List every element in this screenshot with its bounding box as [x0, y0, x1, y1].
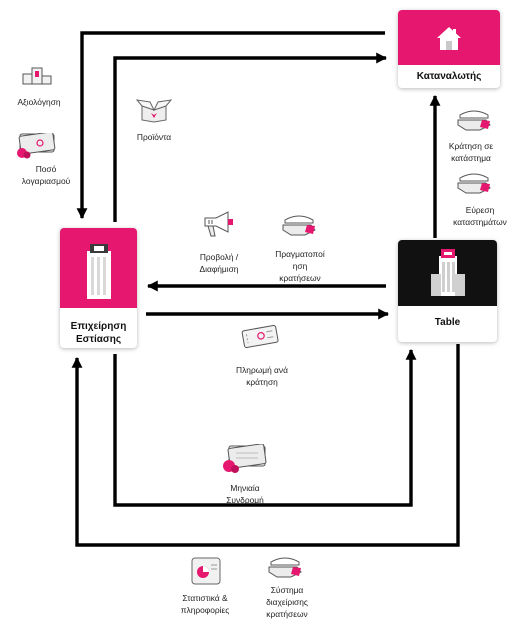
store-search-line1: Εύρεση: [465, 205, 495, 215]
megaphone-icon: [204, 211, 233, 237]
booking-system-line3: κρατήσεων: [266, 609, 308, 619]
ticket-icon: [241, 324, 279, 348]
booking-system-line2: διαχείρισης: [266, 597, 308, 607]
node-business: Επιχείρηση Εστίασης: [60, 228, 137, 348]
pay-per-booking-label: Πληρωμή ανά κράτηση: [222, 364, 302, 388]
business-label-line2: Εστίασης: [75, 334, 122, 345]
booking-system-label: Σύστημα διαχείρισης κρατήσεων: [244, 584, 330, 620]
store-search-line2: καταστημάτων: [453, 217, 507, 227]
account-amount-line2: λογαριασμού: [21, 176, 71, 186]
promotion-line1: Προβολή /: [199, 252, 239, 262]
promotion-label: Προβολή / Διαφήμιση: [184, 251, 254, 275]
package-icon: [136, 99, 172, 123]
store-search-label: Εύρεση καταστημάτων: [436, 204, 524, 228]
booking-system-line1: Σύστημα: [270, 585, 304, 595]
serving-hand-icon: [268, 557, 302, 578]
flow-business-to-table-bottom: [113, 348, 417, 507]
payment-ticket-icon: [17, 133, 56, 159]
bookings-made-line2: ηση: [292, 261, 308, 271]
pay-per-booking-line1: Πληρωμή ανά: [236, 365, 288, 375]
bookings-made-line1: Πραγματοποί: [275, 249, 325, 259]
payment-ticket-icon: [223, 444, 267, 473]
node-consumer: Καταναλωτής: [398, 10, 500, 88]
monthly-subscription-line1: Μηνιαία: [230, 483, 260, 493]
business-label: Επιχείρηση Εστίασης: [60, 308, 137, 346]
account-amount-label: Ποσό λογαριασμού: [6, 163, 86, 187]
in-store-booking-line1: Κράτηση σε: [448, 141, 494, 151]
monthly-subscription-line2: Συνδρομή: [226, 495, 264, 505]
restaurant-building-icon: [87, 244, 111, 299]
promotion-line2: Διαφήμιση: [199, 264, 239, 274]
statistics-line1: Στατιστικά &: [182, 593, 228, 603]
monthly-subscription-label: Μηνιαία Συνδρομή: [214, 482, 276, 506]
statistics-line2: πληροφορίες: [180, 605, 230, 615]
node-table: Table: [398, 240, 497, 342]
business-label-line1: Επιχείρηση: [70, 321, 127, 332]
table-label: Table: [434, 317, 461, 328]
products-label: Προϊόντα: [136, 132, 172, 142]
flow-business-to-consumer: [113, 52, 388, 222]
flow-table-to-business-bottom: [71, 344, 460, 547]
statistics-label: Στατιστικά & πληροφορίες: [162, 592, 248, 616]
house-icon: [437, 27, 461, 50]
rating-label: Αξιολόγηση: [17, 97, 61, 107]
bookings-made-label: Πραγματοποί ηση κρατήσεων: [262, 248, 338, 284]
account-amount-line1: Ποσό: [35, 164, 57, 174]
consumer-icon-area: [398, 10, 500, 65]
business-icon-area: [60, 228, 137, 308]
pay-per-booking-line2: κράτηση: [246, 377, 278, 387]
serving-hand-icon: [457, 173, 491, 194]
in-store-booking-line2: κατάστημα: [451, 153, 491, 163]
in-store-booking-label: Κράτηση σε κατάστημα: [430, 140, 512, 164]
podium-icon: [22, 67, 52, 85]
table-icon-area: [398, 240, 497, 306]
serving-hand-icon: [282, 215, 316, 236]
hq-building-icon: [431, 249, 465, 296]
flow-consumer-to-business: [76, 31, 385, 220]
consumer-label: Καταναλωτής: [416, 71, 482, 82]
bookings-made-line3: κρατήσεων: [279, 273, 321, 283]
chart-card-icon: [191, 557, 221, 585]
serving-hand-icon: [457, 110, 491, 131]
